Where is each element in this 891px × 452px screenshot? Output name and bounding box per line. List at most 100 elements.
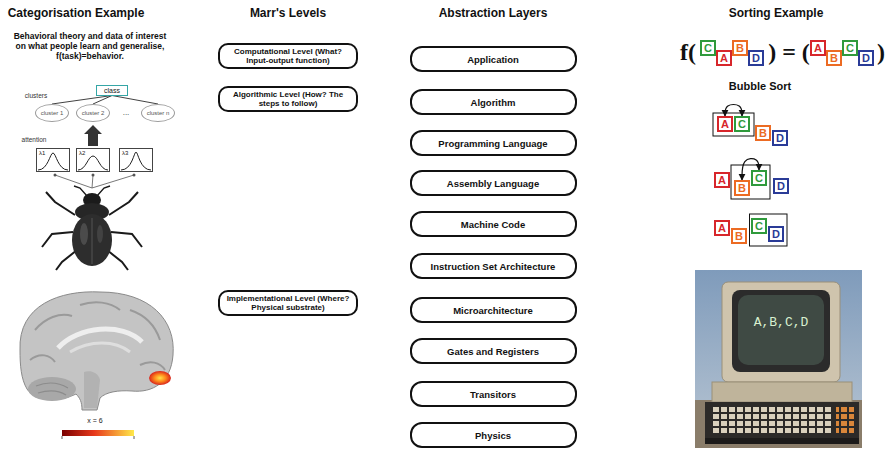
brain-scan [62, 436, 63, 439]
node-text: A [814, 43, 822, 54]
brain-scan [58, 329, 142, 348]
abstraction-layer-box: Assembly Language [410, 170, 577, 196]
connector-line [93, 96, 112, 105]
abstraction-layer-box: Machine Code [410, 211, 577, 237]
attention-box: λ1 [36, 148, 70, 172]
function-symbol: ) = ( [768, 39, 810, 66]
letter-box: C [842, 40, 858, 56]
node-text: A [718, 223, 726, 234]
node-text: C [738, 119, 746, 130]
attention-box: λ3 [119, 148, 153, 172]
beetle-photo [97, 225, 103, 243]
computer-photo [738, 295, 824, 365]
computer-photo [705, 438, 859, 444]
letter-box: A [810, 40, 826, 56]
beetle-photo [42, 232, 73, 247]
cluster-circle: cluster 1 [35, 104, 69, 122]
computer-photo [836, 406, 854, 434]
attention-box: λ2 [76, 148, 110, 172]
node-text: Algorithm [471, 97, 516, 108]
node-text: Algorithmic Level (How? The steps to fol… [225, 90, 351, 108]
figure-label: clusters [25, 92, 47, 99]
node-text: C [704, 43, 712, 54]
letter-box: D [772, 130, 788, 146]
node-text: A [718, 175, 726, 186]
marr-level-box: Computational Level (What? Input-output … [218, 43, 358, 69]
sort-brackets [731, 165, 770, 199]
node-text: A [720, 53, 728, 64]
node-text: D [862, 53, 870, 64]
attention-mechanism [133, 174, 136, 177]
computer-photo [712, 406, 832, 434]
brain-scan [70, 343, 130, 352]
letter-box: A [716, 50, 732, 66]
method-label: Bubble Sort [729, 80, 791, 92]
brain-scan [20, 292, 173, 410]
beetle-photo [80, 223, 88, 245]
abstraction-layer-box: Physics [410, 422, 577, 448]
beetle-photo [107, 250, 128, 270]
computer-photo [705, 402, 859, 442]
letter-box: D [768, 226, 784, 242]
node-text: B [759, 128, 767, 139]
abstraction-layer-box: Algorithm [410, 89, 577, 115]
letter-box: C [734, 116, 750, 132]
abstraction-layer-box: Gates and Registers [410, 338, 577, 364]
node-text: B [736, 43, 744, 54]
letter-box: B [731, 228, 747, 244]
screen-text: A,B,C,D [754, 315, 809, 330]
letter-box: B [826, 50, 842, 66]
letter-box: D [858, 50, 874, 66]
function-symbol: ) [877, 39, 885, 66]
letter-box: B [732, 40, 748, 56]
letter-box: A [714, 172, 730, 188]
node-text: B [735, 231, 743, 242]
letter-box: C [751, 170, 767, 186]
connector-line [112, 96, 158, 105]
beetle-photo [72, 214, 112, 266]
attention-mechanism [38, 125, 151, 188]
computer-photo [712, 382, 852, 402]
column-heading: Marr's Levels [250, 6, 326, 20]
attention-mechanism [92, 175, 134, 188]
column-heading: Categorisation Example [8, 6, 145, 20]
node-text: C [846, 43, 854, 54]
marr-level-box: Implementational Level (Where? Physical … [218, 290, 358, 316]
letter-box: B [734, 180, 750, 196]
abstraction-layer-box: Microarchitecture [410, 297, 577, 323]
brain-scan [30, 302, 165, 370]
letter-box: D [773, 178, 789, 194]
node-text: C [755, 221, 763, 232]
brain-scan [62, 430, 134, 436]
node-text: λ3 [122, 150, 150, 156]
beetle-photo [92, 218, 93, 264]
node-text: B [738, 183, 746, 194]
cluster-circle: cluster n [141, 104, 175, 122]
brain-scan [20, 292, 173, 439]
beetle-photo [74, 186, 87, 196]
beetle-photo [109, 192, 138, 215]
brain-scan [28, 377, 76, 401]
class-box: class [96, 85, 128, 96]
node-text: D [752, 53, 760, 64]
computer-photo [732, 290, 830, 372]
letter-box: B [755, 125, 771, 141]
abstraction-layer-box: Application [410, 46, 577, 72]
node-text: class [104, 87, 120, 94]
node-text: Instruction Set Architecture [431, 261, 556, 272]
beetle-photo [46, 192, 75, 215]
node-text: cluster n [147, 110, 170, 116]
letter-box: A [717, 116, 733, 132]
letter-box: D [748, 50, 764, 66]
column-heading: Sorting Example [729, 6, 824, 20]
attention-mechanism [54, 174, 57, 177]
letter-box: C [751, 218, 767, 234]
node-text: λ1 [39, 150, 67, 156]
computer-photo [695, 400, 862, 448]
cluster-circle: cluster 2 [76, 104, 110, 122]
sort-brackets [750, 214, 788, 246]
slice-label: x = 6 [87, 417, 102, 424]
node-text: C [755, 173, 763, 184]
computer-photo [695, 270, 862, 448]
abstraction-layer-box: Instruction Set Architecture [410, 253, 577, 279]
